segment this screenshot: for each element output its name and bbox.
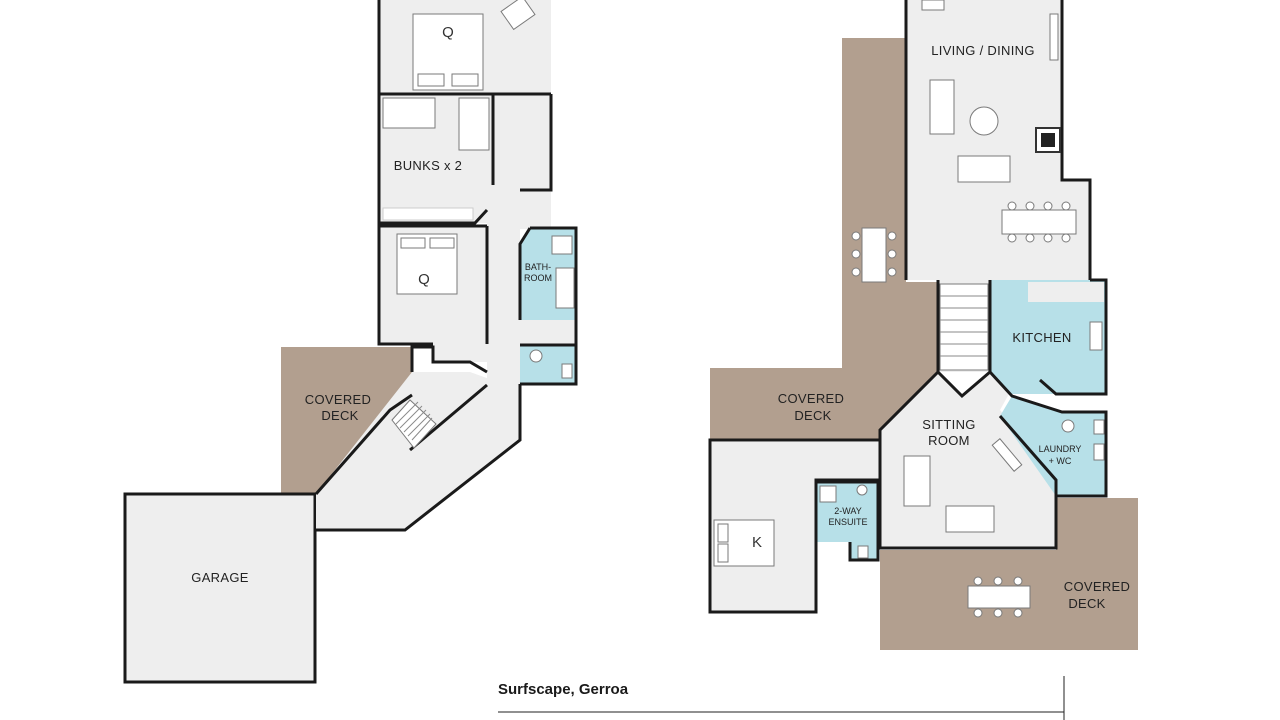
entry-corridor [316, 372, 520, 530]
bed-top-size: Q [442, 24, 454, 41]
laundry-basin [1093, 443, 1105, 461]
upper-covered-deck-bottom [880, 498, 1138, 650]
deck-table-vertical [851, 227, 897, 283]
laundry-tub [1093, 419, 1105, 435]
lower-walls-stair-side [409, 383, 488, 452]
armchair-top [500, 0, 536, 31]
plan-title: Surfscape, Gerroa [498, 681, 629, 698]
kitchen-sink [1089, 321, 1103, 351]
lower-walls-corridor-outer [314, 393, 413, 495]
upper-walls-living-right [1060, 0, 1092, 280]
lower-deck-label-1: COVERED [305, 392, 371, 407]
ensuite-basin [856, 484, 868, 496]
laundry-label-2: + WC [1049, 456, 1072, 466]
bed-top [412, 13, 484, 91]
bath-basin [551, 235, 573, 255]
bed-king-size: K [752, 534, 762, 551]
upper-walls-sitting [988, 370, 1108, 498]
hallway [487, 190, 520, 440]
kitchen-label: KITCHEN [1012, 330, 1071, 345]
upper-walls-stair [936, 280, 991, 399]
lower-walls-bath-left [518, 227, 532, 320]
upper-walls-kitchen [1039, 278, 1108, 396]
title-block: Surfscape, Gerroa [498, 676, 1065, 720]
ensuite-label-1: 2-WAY [834, 506, 862, 516]
sitting-label-2: ROOM [928, 433, 970, 448]
upper-walls-ensuite [816, 480, 880, 562]
kitchen-bench [1028, 282, 1104, 302]
upper-deck-label-2: DECK [794, 408, 831, 423]
lower-walls-bath [520, 226, 578, 386]
lower-walls-corridor [316, 384, 522, 532]
sitting-unit [991, 438, 1023, 472]
bed-mid [396, 233, 458, 295]
laundry-label-1: LAUNDRY [1039, 444, 1082, 454]
ensuite-label-2: ENSUITE [828, 517, 867, 527]
bed-king [713, 519, 775, 567]
lower-deck-label-2: DECK [321, 408, 358, 423]
cupboard-lower [433, 344, 487, 362]
upper-level: K LIVING / DINING KITCHEN SITTING ROOM C… [708, 0, 1138, 650]
toilet-basin [529, 349, 543, 363]
upper-covered-deck-main [710, 38, 938, 440]
laundry [1000, 396, 1106, 496]
bunk-beds [382, 97, 490, 221]
upper-deck-label-1: COVERED [778, 391, 844, 406]
bed-mid-size: Q [418, 271, 430, 288]
lower-walls-bunks-bottom [379, 208, 489, 225]
living-furniture [921, 0, 1077, 243]
sitting-sofa [945, 505, 995, 533]
lower-walls-right-top [520, 94, 553, 192]
bottom-deck-label-2: DECK [1068, 596, 1105, 611]
bath-label-1: BATH- [525, 262, 551, 272]
upper-walls-sitting-left [878, 370, 940, 550]
lower-walls-corridor-top [410, 345, 488, 374]
living-label: LIVING / DINING [931, 43, 1034, 58]
toilet [561, 363, 573, 379]
lower-level: Q BUNKS x 2 Q BATH- ROOM COVERED DECK GA… [123, 0, 578, 684]
sitting-label-1: SITTING [922, 417, 975, 432]
upper-walls-sitting-right [920, 415, 1058, 550]
lower-stairs [391, 399, 437, 449]
ensuite-shower [819, 485, 837, 503]
bunks-label: BUNKS x 2 [394, 158, 462, 173]
bath-tub [555, 267, 575, 309]
upper-walls-bedroom [708, 438, 880, 614]
upper-stairs [939, 283, 989, 371]
ensuite-toilet [857, 545, 869, 559]
bottom-deck-label-1: COVERED [1064, 579, 1130, 594]
deck-table-horizontal [967, 576, 1031, 618]
bathroom [520, 228, 576, 344]
bath-label-2: ROOM [524, 273, 552, 283]
sitting-sofa-side [903, 455, 931, 507]
garage-label: GARAGE [191, 570, 248, 585]
bath-vanity [520, 320, 576, 344]
laundry-toilet [1061, 419, 1075, 433]
bedroom-king [710, 442, 880, 612]
garage [123, 492, 317, 684]
